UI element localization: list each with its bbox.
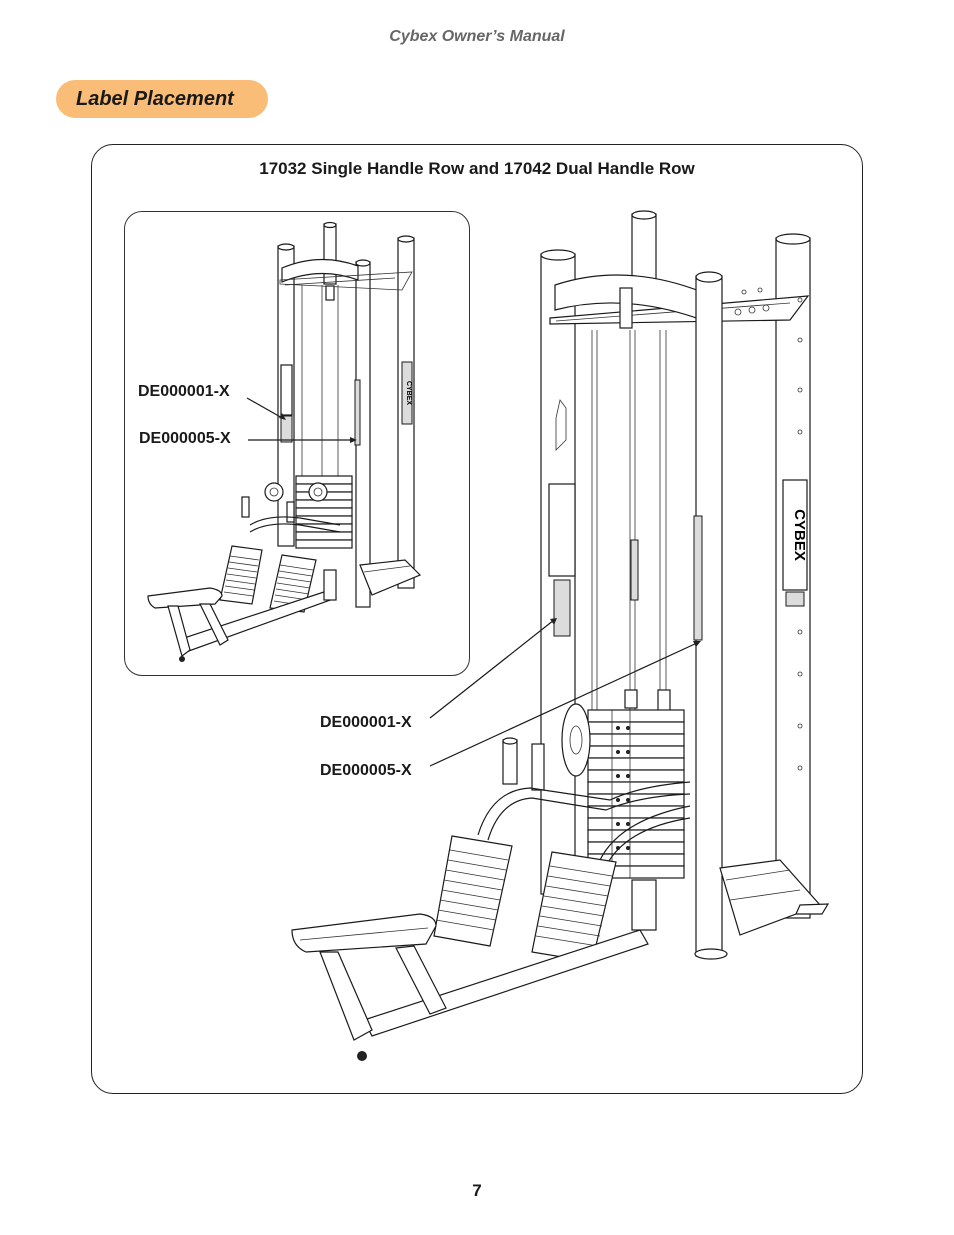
section-title-badge: Label Placement xyxy=(56,80,268,118)
main-callout-label-1: DE000001-X xyxy=(320,714,412,731)
main-leader-lines xyxy=(429,618,701,767)
inset-callout-label-1: DE000001-X xyxy=(138,383,230,400)
figure-title: 17032 Single Handle Row and 17042 Dual H… xyxy=(259,159,695,178)
main-weight-stack xyxy=(587,709,685,879)
inset-callout-label-2: DE000005-X xyxy=(139,430,231,447)
manual-header-title: Cybex Owner’s Manual xyxy=(389,28,565,45)
main-callout-label-2: DE000005-X xyxy=(320,762,412,779)
svg-text:CYBEX: CYBEX xyxy=(791,509,808,561)
section-title: Label Placement xyxy=(76,88,234,110)
figure-frame xyxy=(91,144,863,1094)
svg-text:CYBEX: CYBEX xyxy=(405,381,412,405)
page-number: 7 xyxy=(472,1181,482,1200)
inset-frame xyxy=(124,211,470,676)
inset-machine-drawing: CYBEX xyxy=(147,221,422,662)
main-machine-drawing: CYBEX xyxy=(291,210,830,1061)
inset-leader-lines xyxy=(246,397,357,443)
